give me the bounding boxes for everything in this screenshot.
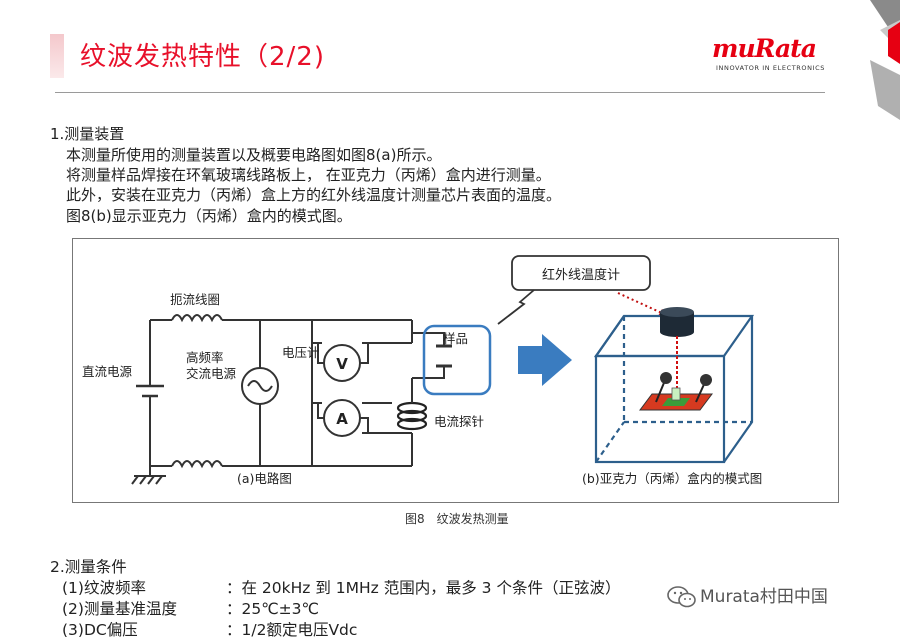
hf-source-label-1: 高频率 [186, 350, 224, 365]
ir-thermometer-callout [511, 255, 651, 291]
current-probe-label: 电流探针 [434, 414, 484, 429]
condition-label-1: (1)纹波频率 [62, 579, 146, 597]
svg-text:A: A [336, 410, 348, 428]
pcb-board [639, 372, 713, 411]
dc-source-label: 直流电源 [82, 364, 133, 379]
section1-line-4: 图8(b)显示亚克力（丙烯）盒内的模式图。 [66, 207, 352, 225]
caption-a: (a)电路图 [237, 471, 292, 486]
condition-label-3: (3)DC偏压 [62, 621, 138, 639]
acrylic-box-model [593, 314, 755, 464]
title-divider [55, 92, 825, 93]
callout-zigzag [497, 289, 535, 325]
choke-coil-bottom [171, 460, 223, 469]
ir-thermometer-label: 红外线温度计 [542, 267, 620, 283]
section1-line-2: 将测量样品焊接在环氧玻璃线路板上， 在亚克力（丙烯）盒内进行测量。 [66, 166, 551, 184]
sample-label: 样品 [443, 331, 468, 346]
section2-heading: 2.测量条件 [50, 558, 127, 576]
right-arrow-icon [518, 334, 572, 386]
current-probe-symbol [396, 401, 428, 431]
caption-b: (b)亚克力（丙烯）盒内的模式图 [582, 471, 762, 486]
title-accent-bar [50, 34, 64, 78]
figure-8-diagram: V A 样品 扼流线圈 直流电源 高频率 交流电源 电压计 电流探针 (a)电路… [82, 255, 762, 486]
section1-heading: 1.测量装置 [50, 125, 125, 143]
condition-value-2: ：25℃±3℃ [226, 600, 319, 618]
watermark-text: Murata村田中国 [700, 587, 828, 607]
page-title: 纹波发热特性（2/2) [80, 42, 325, 72]
svg-text:V: V [336, 355, 348, 373]
section1-line-3: 此外，安装在亚克力（丙烯）盒上方的红外线温度计测量芯片表面的温度。 [66, 186, 562, 204]
choke-coil-top [171, 314, 223, 323]
figure-caption: 图8 纹波发热测量 [405, 512, 509, 526]
choke-label: 扼流线圈 [170, 292, 220, 307]
section1-line-1: 本测量所使用的测量装置以及概要电路图如图8(a)所示。 [66, 146, 442, 164]
corner-decoration [870, 0, 900, 120]
condition-value-3: ：1/2额定电压Vdc [226, 621, 358, 639]
hf-source-label-2: 交流电源 [186, 366, 237, 381]
condition-label-2: (2)测量基准温度 [62, 600, 177, 618]
ir-thermometer-device [660, 307, 694, 337]
sample-highlight-box [422, 324, 492, 396]
figure-frame [72, 238, 839, 503]
murata-logo: muRata [712, 34, 817, 63]
callout-dotted-arrow [617, 292, 665, 315]
condition-value-1: ：在 20kHz 到 1MHz 范围内，最多 3 个条件（正弦波） [226, 579, 621, 597]
voltmeter-label: 电压计 [282, 345, 320, 360]
logo-tagline: INNOVATOR IN ELECTRONICS [716, 64, 825, 72]
circuit-diagram [131, 314, 452, 485]
wechat-icon [667, 586, 696, 608]
